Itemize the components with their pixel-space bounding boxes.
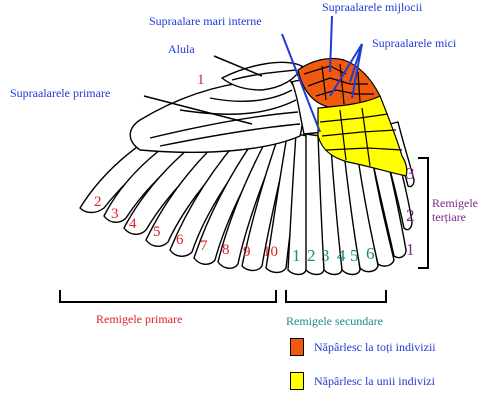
primary-number-6: 6 xyxy=(176,232,184,248)
primary-number-9: 9 xyxy=(243,244,251,260)
pointer-lesser-1 xyxy=(329,43,363,97)
primary-number-7: 7 xyxy=(200,238,208,254)
secondary-bracket xyxy=(285,290,387,303)
secondary-number-4: 4 xyxy=(337,246,346,265)
pointer-median-1 xyxy=(329,15,333,73)
pointer-lesser-3 xyxy=(351,43,363,99)
tertial-number-3: 3 xyxy=(406,164,415,183)
tertial-number-1: 1 xyxy=(406,240,415,259)
primary-number-2: 2 xyxy=(94,194,102,210)
label-lesser-coverts: Supraalarele mici xyxy=(372,36,457,50)
primary-number-3: 3 xyxy=(111,206,119,222)
tertial-bracket xyxy=(418,157,429,269)
primary-number-5: 5 xyxy=(153,224,161,240)
tertial-number-2: 2 xyxy=(406,206,415,225)
secondary-number-6: 6 xyxy=(366,244,375,263)
secondary-number-2: 2 xyxy=(307,246,316,265)
primary-covert-area xyxy=(129,79,304,153)
label-alula: Alula xyxy=(168,42,195,56)
label-secondary-remiges: Remigele secundare xyxy=(286,314,383,328)
primary-number-4: 4 xyxy=(129,216,137,232)
secondary-number-5: 5 xyxy=(350,246,359,265)
secondary-number-3: 3 xyxy=(321,246,330,265)
primary-bracket xyxy=(59,290,277,303)
label-tertials-1: Remigele xyxy=(432,196,478,210)
primary-feather-9 xyxy=(241,125,291,272)
alula-feathers xyxy=(221,61,303,91)
alula-number: 1 xyxy=(197,72,205,88)
label-tertials-2: terțiare xyxy=(432,210,466,224)
secondary-number-1: 1 xyxy=(292,246,301,265)
label-primary-remiges: Remigele primare xyxy=(96,312,183,326)
legend-text-some: Năpârlesc la unii indivizi xyxy=(314,374,435,388)
legend-text-all: Năpârlesc la toți indivizii xyxy=(314,340,436,354)
pointer-alula xyxy=(213,55,263,77)
primary-number-8: 8 xyxy=(222,242,230,258)
label-primary-coverts: Supraalarele primare xyxy=(10,86,111,100)
legend-swatch-some xyxy=(290,372,304,390)
label-greater-coverts: Supraalare mari interne xyxy=(149,14,262,28)
legend-swatch-all xyxy=(290,338,304,356)
label-median-coverts: Supraalarele mijlocii xyxy=(322,0,423,14)
pointer-greater xyxy=(281,33,321,133)
pointer-primary-coverts xyxy=(143,95,253,125)
primary-number-10: 10 xyxy=(263,244,278,260)
primary-feather-8 xyxy=(217,121,285,269)
